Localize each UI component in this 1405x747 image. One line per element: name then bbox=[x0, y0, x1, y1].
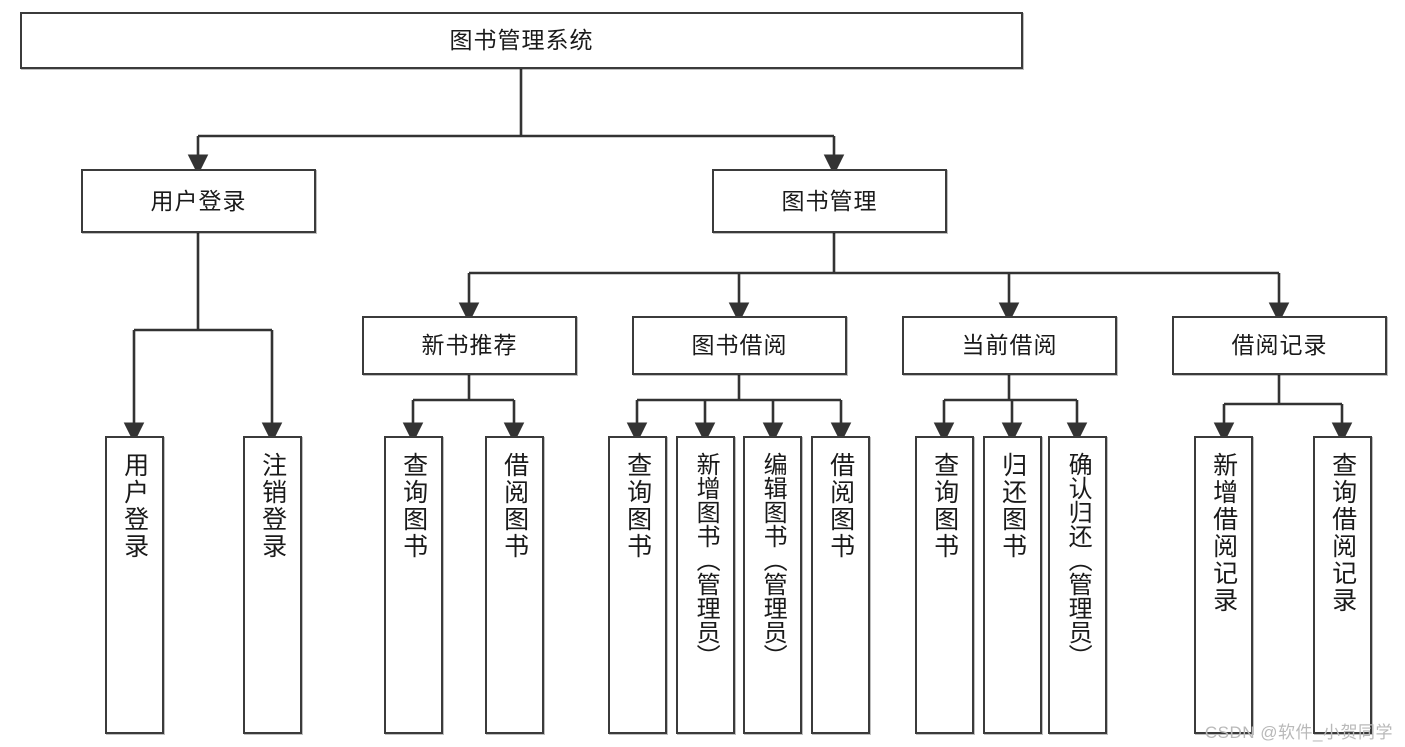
node-borrow-record[interactable]: 借阅记录 bbox=[1172, 316, 1387, 375]
node-user-login-label: 用户登录 bbox=[150, 187, 247, 214]
node-leaf-user-login-label: 用户登录 bbox=[120, 452, 149, 560]
node-root[interactable]: 图书管理系统 bbox=[20, 12, 1023, 69]
node-leaf-query-book-2[interactable]: 查询图书 bbox=[608, 436, 667, 734]
node-leaf-add-record[interactable]: 新增借阅记录 bbox=[1194, 436, 1253, 734]
node-book-manage[interactable]: 图书管理 bbox=[712, 169, 947, 233]
node-book-borrow[interactable]: 图书借阅 bbox=[632, 316, 847, 375]
node-leaf-add-book[interactable]: 新增图书（管理员） bbox=[676, 436, 735, 734]
node-leaf-borrow-book-1-label: 借阅图书 bbox=[500, 452, 529, 560]
node-leaf-query-book-2-label: 查询图书 bbox=[623, 452, 652, 560]
node-leaf-confirm-return-label: 确认归还（管理员） bbox=[1064, 452, 1092, 668]
node-leaf-return-book[interactable]: 归还图书 bbox=[983, 436, 1042, 734]
node-leaf-query-record[interactable]: 查询借阅记录 bbox=[1313, 436, 1372, 734]
node-book-borrow-label: 图书借阅 bbox=[691, 332, 788, 359]
node-leaf-query-record-label: 查询借阅记录 bbox=[1328, 452, 1357, 614]
node-leaf-add-record-label: 新增借阅记录 bbox=[1209, 452, 1238, 614]
node-leaf-edit-book[interactable]: 编辑图书（管理员） bbox=[743, 436, 802, 734]
node-leaf-borrow-book-2-label: 借阅图书 bbox=[826, 452, 855, 560]
node-root-label: 图书管理系统 bbox=[449, 27, 594, 54]
node-leaf-borrow-book-2[interactable]: 借阅图书 bbox=[811, 436, 870, 734]
node-borrow-record-label: 借阅记录 bbox=[1231, 332, 1328, 359]
node-new-book-recommendation[interactable]: 新书推荐 bbox=[362, 316, 577, 375]
node-leaf-query-book-1-label: 查询图书 bbox=[399, 452, 428, 560]
node-leaf-logout-login-label: 注销登录 bbox=[258, 452, 287, 560]
node-leaf-edit-book-label: 编辑图书（管理员） bbox=[759, 452, 787, 668]
node-book-manage-label: 图书管理 bbox=[781, 187, 878, 214]
node-leaf-return-book-label: 归还图书 bbox=[998, 452, 1027, 560]
node-leaf-logout-login[interactable]: 注销登录 bbox=[243, 436, 302, 734]
node-leaf-query-book-3[interactable]: 查询图书 bbox=[915, 436, 974, 734]
watermark-text: CSDN @软件_小贺同学 bbox=[1204, 723, 1393, 742]
node-leaf-add-book-label: 新增图书（管理员） bbox=[692, 452, 720, 668]
node-leaf-query-book-3-label: 查询图书 bbox=[930, 452, 959, 560]
node-leaf-query-book-1[interactable]: 查询图书 bbox=[384, 436, 443, 734]
node-current-borrow[interactable]: 当前借阅 bbox=[902, 316, 1117, 375]
node-current-borrow-label: 当前借阅 bbox=[961, 332, 1058, 359]
node-leaf-confirm-return[interactable]: 确认归还（管理员） bbox=[1048, 436, 1107, 734]
node-user-login[interactable]: 用户登录 bbox=[81, 169, 316, 233]
node-leaf-borrow-book-1[interactable]: 借阅图书 bbox=[485, 436, 544, 734]
node-new-book-recommendation-label: 新书推荐 bbox=[421, 332, 518, 359]
node-leaf-user-login[interactable]: 用户登录 bbox=[105, 436, 164, 734]
